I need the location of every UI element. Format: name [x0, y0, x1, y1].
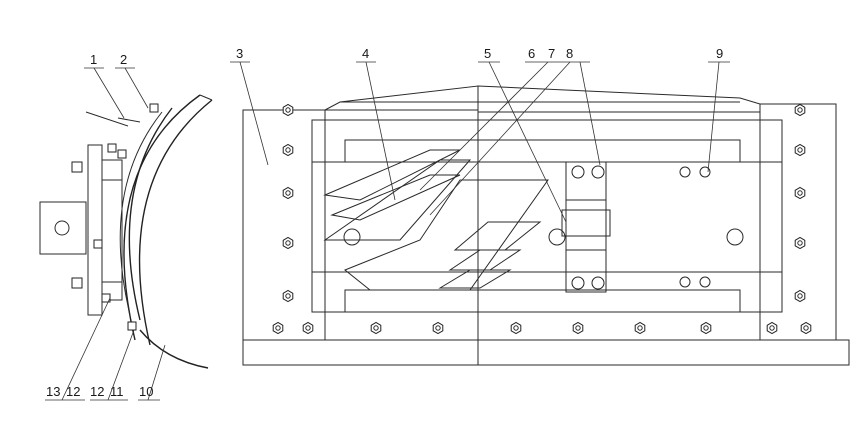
- label-11: 11: [110, 384, 124, 399]
- hex-bolt: [794, 103, 806, 117]
- chevron-plate-2: [323, 159, 472, 241]
- label-13: 13: [46, 384, 60, 399]
- bolt-center: [305, 325, 311, 331]
- bolt-head: [71, 277, 83, 289]
- hex-bolt: [794, 236, 806, 250]
- label-8: 8: [566, 46, 573, 61]
- mount-bracket: [101, 159, 123, 301]
- hex-bolt: [272, 321, 284, 335]
- bolt-head: [117, 149, 127, 159]
- hex-bolt: [302, 321, 314, 335]
- hex-bolt: [572, 321, 584, 335]
- blade-tip: [139, 329, 209, 369]
- bolt-center: [285, 147, 291, 153]
- bolt-center: [637, 325, 643, 331]
- hex-bolt: [282, 289, 294, 303]
- upper-slide: [344, 139, 741, 163]
- hex-bolt: [282, 143, 294, 157]
- side-view: [39, 94, 213, 369]
- bolt-center: [797, 190, 803, 196]
- hex-bolt: [510, 321, 522, 335]
- label-2: 2: [120, 52, 127, 67]
- label-4: 4: [362, 46, 369, 61]
- hex-bolt: [282, 103, 294, 117]
- lower-slide: [344, 289, 741, 313]
- right-side-plate: [759, 103, 837, 341]
- bolt-center: [435, 325, 441, 331]
- bottom-base: [242, 339, 850, 366]
- bolt-head: [149, 103, 159, 113]
- hex-bolt: [800, 321, 812, 335]
- bolt-center: [769, 325, 775, 331]
- leader-lines: [45, 61, 730, 401]
- clamp-block: [565, 199, 607, 251]
- body-hole: [343, 228, 361, 246]
- label-5: 5: [484, 46, 491, 61]
- bolt-center: [513, 325, 519, 331]
- bolt-center: [373, 325, 379, 331]
- hex-bolt: [282, 236, 294, 250]
- hex-bolt: [794, 289, 806, 303]
- bolt-head: [71, 161, 83, 173]
- bolt-center: [275, 325, 281, 331]
- hex-bolt: [282, 186, 294, 200]
- bolt-group: [272, 103, 812, 335]
- bolt-center: [797, 293, 803, 299]
- bolt-head: [107, 143, 117, 153]
- bolt-center: [285, 293, 291, 299]
- clamp-bolt: [591, 276, 605, 290]
- label-6: 6: [528, 46, 535, 61]
- tube-hole: [54, 220, 70, 236]
- bolt-center: [797, 107, 803, 113]
- bolt-head: [93, 239, 103, 249]
- curved-blade-inner: [128, 107, 173, 321]
- clamp-bolt: [571, 276, 585, 290]
- clamp-bolt: [571, 165, 585, 179]
- label-12a: 12: [66, 384, 80, 399]
- body-hole: [548, 228, 566, 246]
- bolt-center: [803, 325, 809, 331]
- lower-rail: [311, 271, 783, 313]
- hex-bolt: [794, 143, 806, 157]
- hex-bolt: [370, 321, 382, 335]
- bolt-center: [285, 190, 291, 196]
- bolt-center: [285, 107, 291, 113]
- hex-bolt: [432, 321, 444, 335]
- label-7: 7: [548, 46, 555, 61]
- main-body: [311, 161, 783, 273]
- bolt-center: [797, 240, 803, 246]
- hex-bolt: [634, 321, 646, 335]
- curved-blade-outer-2: [138, 99, 213, 346]
- label-3: 3: [236, 46, 243, 61]
- chevron-body: [344, 179, 549, 291]
- curved-blade-outer: [123, 94, 201, 341]
- body-hole: [726, 228, 744, 246]
- clamp-bolt: [591, 165, 605, 179]
- label-1: 1: [90, 52, 97, 67]
- left-side-plate: [242, 109, 326, 341]
- top-cover-left: [324, 85, 479, 111]
- label-10: 10: [139, 384, 153, 399]
- bolt-center: [797, 147, 803, 153]
- bolt-head: [127, 321, 137, 331]
- bolt-center: [575, 325, 581, 331]
- hex-bolt: [766, 321, 778, 335]
- hex-bolt: [794, 186, 806, 200]
- mount-plate: [87, 144, 103, 316]
- square-tube: [39, 201, 87, 255]
- part-labels: 1 2 3 4 5 6 7 8 9 13 12 12 11 10: [46, 46, 723, 399]
- hex-bolt: [700, 321, 712, 335]
- label-9: 9: [716, 46, 723, 61]
- bolt-center: [703, 325, 709, 331]
- bolt-center: [285, 240, 291, 246]
- label-12b: 12: [90, 384, 104, 399]
- bottom-frame: [324, 311, 761, 341]
- front-view: [242, 85, 850, 366]
